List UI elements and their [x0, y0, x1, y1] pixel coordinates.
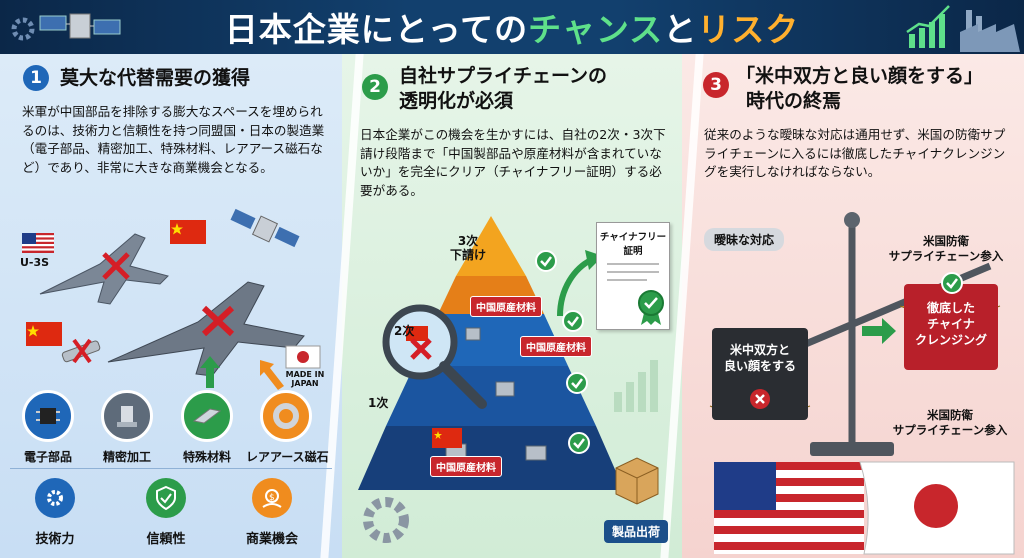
section-body: 日本企業がこの機会を生かすには、自社の2次・3次下請け段階まで「中国製部品や原産…	[360, 127, 666, 198]
header-banner: 日本企業にとってのチャンスとリスク	[0, 0, 1024, 54]
china-free-certificate: チャイナフリー 証明	[596, 222, 670, 330]
china-flag-icon	[432, 428, 462, 448]
both-faces-label: 米中双方と 良い顔をする	[723, 343, 796, 373]
shield-check-icon	[146, 478, 186, 518]
gear-hand-icon	[35, 478, 75, 518]
arrow-icon	[200, 356, 220, 388]
china-flag-icon	[26, 322, 62, 346]
package-icon	[615, 457, 659, 505]
two-faced-box: 米中双方と 良い顔をする	[712, 328, 808, 420]
check-icon	[941, 272, 963, 294]
gear-icon	[11, 17, 35, 41]
made-in-japan-label: MADE IN JAPAN	[285, 370, 325, 388]
divider	[10, 468, 332, 469]
bolt-part-icon	[61, 338, 101, 364]
check-icon	[535, 250, 557, 272]
china-material-tag: 中国原産材料	[430, 456, 502, 477]
china-material-tag: 中国原産材料	[470, 296, 542, 317]
section-number-badge: 1	[23, 65, 49, 91]
supply-chain-label: 米国防衛 サプライチェーン参入	[888, 234, 1004, 263]
part-label: 特殊材料	[182, 450, 231, 464]
section-heading: 莫大な代替需要の獲得	[60, 67, 251, 89]
us-flag-icon	[22, 233, 54, 253]
section-heading: 自社サプライチェーンの	[399, 65, 608, 87]
certificate-title: チャイナフリー	[599, 232, 667, 243]
part-label: レアアース磁石	[246, 450, 329, 464]
section-number-badge: 3	[703, 72, 729, 98]
part-label: 精密加工	[102, 450, 151, 464]
certificate-title: 証明	[623, 246, 643, 257]
x-mark-icon	[750, 389, 770, 409]
panel-opportunity	[0, 54, 342, 558]
magnifier-icon	[382, 304, 487, 409]
section-heading: 「米中双方と良い顔をする」	[736, 65, 984, 87]
value-label: 信頼性	[146, 532, 186, 547]
tier-label: 2次	[394, 324, 415, 338]
chip-icon	[22, 390, 74, 442]
satellite-icon	[39, 13, 121, 39]
fighter-jet-icon	[39, 233, 169, 305]
china-cleansing-box: 徹底した チャイナ クレンジング	[904, 272, 998, 370]
us-japan-flags	[714, 461, 1015, 555]
check-icon	[566, 372, 588, 394]
growth-chart-icon	[906, 5, 950, 48]
japan-flag-icon	[285, 345, 321, 369]
ambiguous-bubble: 曖昧な対応	[704, 228, 785, 251]
section-number-badge: 2	[362, 74, 388, 100]
tier-label: 3次 下請け	[449, 234, 486, 262]
check-icon	[568, 432, 590, 454]
cleansing-label: 徹底した チャイナ クレンジング	[914, 301, 987, 347]
china-material-tag: 中国原産材料	[520, 336, 592, 357]
special-material-icon	[181, 390, 233, 442]
part-label: 電子部品	[23, 450, 72, 464]
arrow-icon	[862, 318, 896, 344]
section-body: 従来のような曖昧な対応は通用せず、米国の防衛サプライチェーンに入るには徹底したチ…	[704, 127, 1006, 179]
factory-icon	[960, 10, 1020, 52]
china-flag-icon	[170, 220, 206, 244]
supply-chain-label: 米国防衛 サプライチェーン参入	[892, 408, 1008, 437]
value-label: 商業機会	[245, 532, 298, 547]
precision-part-icon	[101, 390, 153, 442]
check-icon	[562, 310, 584, 332]
value-label: 技術力	[35, 532, 75, 547]
seal-icon	[638, 290, 664, 325]
section-body: 米軍が中国部品を排除する膨大なスペースを埋められるのは、技術力と信頼性を持つ同盟…	[22, 104, 325, 175]
fighter-jet-icon	[107, 281, 305, 377]
section-heading: 透明化が必須	[399, 90, 514, 112]
jet-label: U-3S	[20, 256, 50, 269]
tier-label: 1次	[368, 396, 389, 410]
money-hand-icon: $	[252, 478, 292, 518]
satellite-icon	[230, 208, 300, 248]
rare-earth-magnet-icon	[260, 390, 312, 442]
svg-text:$: $	[269, 493, 275, 503]
arrow-icon	[260, 360, 284, 390]
section-heading: 時代の終焉	[746, 90, 842, 112]
gear-icon	[363, 497, 409, 543]
page-title: 日本企業にとってのチャンスとリスク	[224, 10, 800, 49]
shipment-label: 製品出荷	[604, 520, 669, 543]
bar-chart-icon	[614, 360, 658, 412]
